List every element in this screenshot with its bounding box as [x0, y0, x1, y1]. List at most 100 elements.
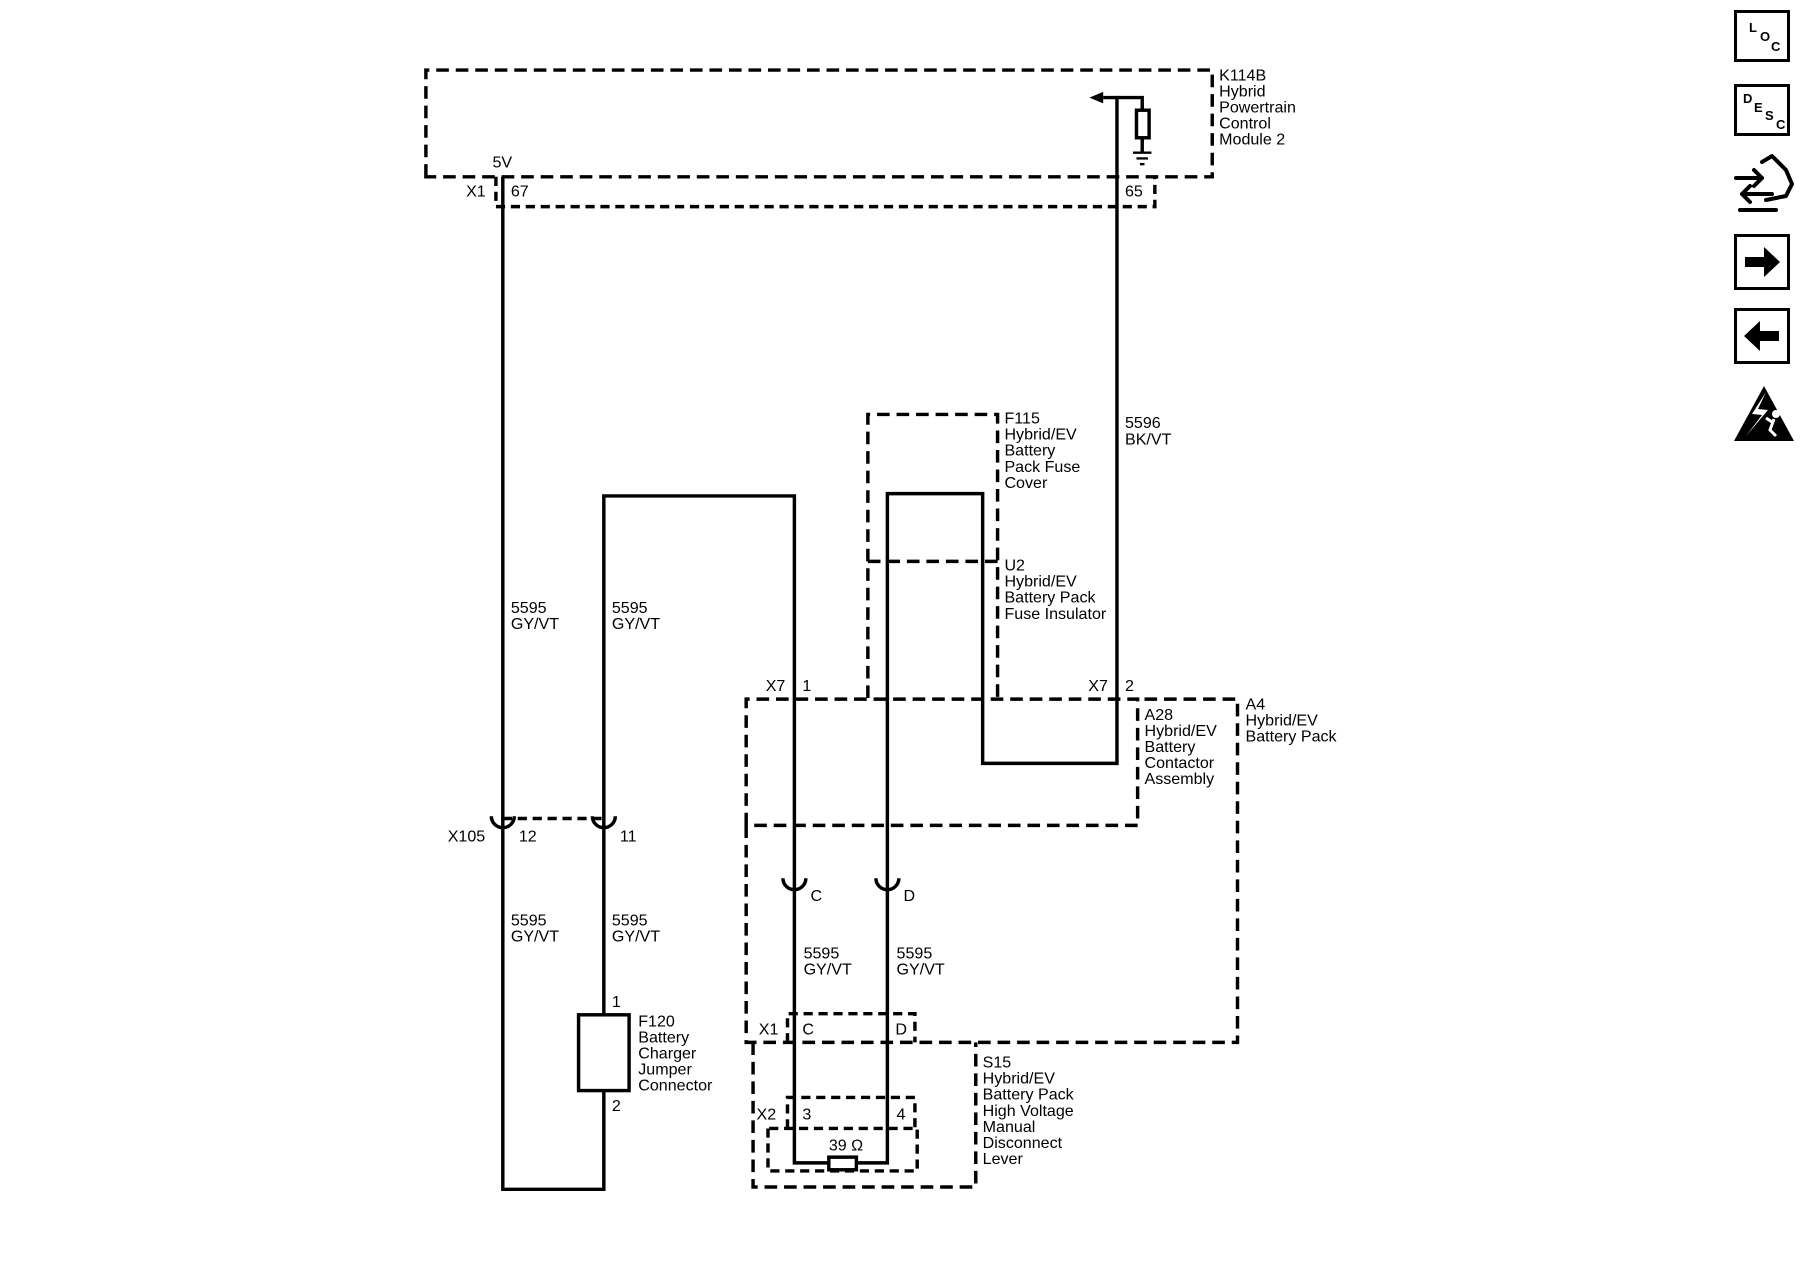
- svg-text:Battery Pack: Battery Pack: [983, 1086, 1075, 1104]
- voltage-label: 5V: [492, 154, 512, 172]
- svg-text:Battery: Battery: [1004, 442, 1055, 460]
- svg-text:High Voltage: High Voltage: [983, 1102, 1074, 1120]
- desc-button[interactable]: D E S C: [1734, 84, 1790, 136]
- svg-text:Hybrid: Hybrid: [1219, 82, 1265, 100]
- desc-letter-c: C: [1776, 117, 1786, 132]
- svg-text:Lever: Lever: [983, 1150, 1024, 1168]
- pin-s15-x1-d-label: D: [895, 1020, 907, 1038]
- desc-letter-e: E: [1754, 100, 1763, 115]
- pin-x7-2-label: 2: [1125, 677, 1134, 695]
- svg-text:5595: 5595: [897, 945, 933, 963]
- a4-pind-cup: [874, 878, 901, 892]
- desc-letter-s: S: [1765, 108, 1774, 123]
- svg-text:Connector: Connector: [638, 1077, 713, 1095]
- svg-text:Charger: Charger: [638, 1044, 697, 1062]
- s15-box: [751, 1042, 978, 1189]
- connector-x7-right-name: X7: [1088, 677, 1108, 695]
- svg-text:5595: 5595: [612, 599, 648, 617]
- next-arrow-icon: [1745, 247, 1780, 277]
- a28-label: A28 Hybrid/EV Battery Contactor Assembly: [1145, 706, 1218, 788]
- svg-text:5595: 5595: [511, 599, 547, 617]
- svg-text:Hybrid/EV: Hybrid/EV: [1246, 712, 1319, 730]
- svg-text:GY/VT: GY/VT: [612, 615, 660, 633]
- pin-d-label: D: [903, 887, 915, 905]
- s15-resistor-box: [766, 1126, 919, 1173]
- connector-s15-x1-name: X1: [759, 1020, 779, 1038]
- svg-text:5596: 5596: [1125, 414, 1161, 432]
- svg-text:5595: 5595: [511, 911, 547, 929]
- svg-text:GY/VT: GY/VT: [804, 961, 852, 979]
- connector-icon[interactable]: [1732, 152, 1794, 218]
- svg-text:S15: S15: [983, 1054, 1012, 1072]
- svg-text:GY/VT: GY/VT: [511, 615, 559, 633]
- wire-label-w5: 5595 GY/VT: [804, 945, 852, 979]
- k114b-module-box: [424, 68, 1214, 179]
- pin-65-label: 65: [1125, 182, 1143, 200]
- svg-text:Battery Pack: Battery Pack: [1246, 728, 1338, 746]
- f120-fuse-body: [576, 1013, 631, 1093]
- svg-text:Jumper: Jumper: [638, 1061, 692, 1079]
- svg-text:Battery: Battery: [1145, 738, 1196, 756]
- svg-text:Assembly: Assembly: [1145, 770, 1215, 788]
- svg-text:Cover: Cover: [1004, 474, 1047, 492]
- connector-x1-name: X1: [466, 182, 486, 200]
- wire-5595-left-outer: [501, 176, 606, 1192]
- svg-text:Disconnect: Disconnect: [983, 1134, 1063, 1152]
- svg-text:5595: 5595: [612, 911, 648, 929]
- a4-box: [744, 697, 1240, 1045]
- wire-label-w3: 5595 GY/VT: [511, 911, 559, 945]
- next-arrow-button[interactable]: [1734, 234, 1790, 290]
- s15-label: S15 Hybrid/EV Battery Pack High Voltage …: [983, 1054, 1075, 1168]
- ground-link: [1116, 95, 1144, 111]
- wire-label-w4: 5595 GY/VT: [612, 911, 660, 945]
- connector-x105-name: X105: [448, 827, 486, 845]
- u2-label: U2 Hybrid/EV Battery Pack Fuse Insulator: [1004, 557, 1106, 623]
- a4-label: A4 Hybrid/EV Battery Pack: [1246, 695, 1338, 745]
- svg-text:Battery: Battery: [638, 1028, 689, 1046]
- previous-arrow-button[interactable]: [1734, 308, 1790, 364]
- pin-s15-x2-4-label: 4: [897, 1105, 906, 1123]
- svg-text:GY/VT: GY/VT: [612, 927, 660, 945]
- pin-s15-x2-3-label: 3: [802, 1105, 811, 1123]
- svg-text:F120: F120: [638, 1012, 675, 1030]
- f120-label: F120 Battery Charger Jumper Connector: [638, 1012, 713, 1094]
- s15-x2-box: [785, 1095, 917, 1129]
- svg-text:Module 2: Module 2: [1219, 131, 1285, 149]
- connector-s15-x2-name: X2: [757, 1105, 777, 1123]
- wire-label-w2: 5595 GY/VT: [612, 599, 660, 633]
- k114b-label: K114B Hybrid Powertrain Control Module 2: [1219, 66, 1296, 148]
- s15-x1-box: [785, 1011, 917, 1043]
- svg-text:Manual: Manual: [983, 1118, 1036, 1136]
- svg-text:F115: F115: [1004, 410, 1039, 428]
- pin-c-label: C: [810, 887, 822, 905]
- loc-letter-c: C: [1771, 39, 1781, 54]
- loc-button[interactable]: L O C: [1734, 10, 1790, 62]
- ground-symbol: [1133, 151, 1152, 166]
- f115-label: F115 Hybrid/EV Battery Pack Fuse Cover: [1004, 410, 1080, 492]
- wire-label-w1: 5595 GY/VT: [511, 599, 559, 633]
- svg-text:GY/VT: GY/VT: [511, 927, 559, 945]
- svg-text:Hybrid/EV: Hybrid/EV: [983, 1070, 1056, 1088]
- svg-text:K114B: K114B: [1219, 66, 1266, 84]
- pin-67-label: 67: [511, 182, 529, 200]
- svg-text:Pack Fuse: Pack Fuse: [1004, 458, 1080, 476]
- svg-text:U2: U2: [1004, 557, 1025, 575]
- s15-resistor: [827, 1155, 859, 1172]
- a4-pinc-cup: [781, 878, 808, 892]
- previous-arrow-icon: [1744, 321, 1779, 351]
- desc-letter-d: D: [1743, 91, 1753, 106]
- svg-text:Control: Control: [1219, 115, 1271, 133]
- svg-text:A28: A28: [1145, 706, 1174, 724]
- pin-f120-2-label: 2: [612, 1097, 621, 1115]
- k114b-pullup-resistor: [1134, 108, 1151, 140]
- signal-arrowhead: [1089, 91, 1104, 104]
- svg-text:Contactor: Contactor: [1145, 754, 1215, 772]
- wire-label-w6: 5595 GY/VT: [897, 945, 945, 979]
- svg-text:5595: 5595: [804, 945, 840, 963]
- pin-f120-1-label: 1: [612, 993, 621, 1011]
- pin-s15-x1-c-label: C: [802, 1020, 814, 1038]
- svg-text:A4: A4: [1246, 695, 1266, 713]
- svg-text:Hybrid/EV: Hybrid/EV: [1145, 722, 1218, 740]
- svg-text:Battery Pack: Battery Pack: [1004, 589, 1096, 607]
